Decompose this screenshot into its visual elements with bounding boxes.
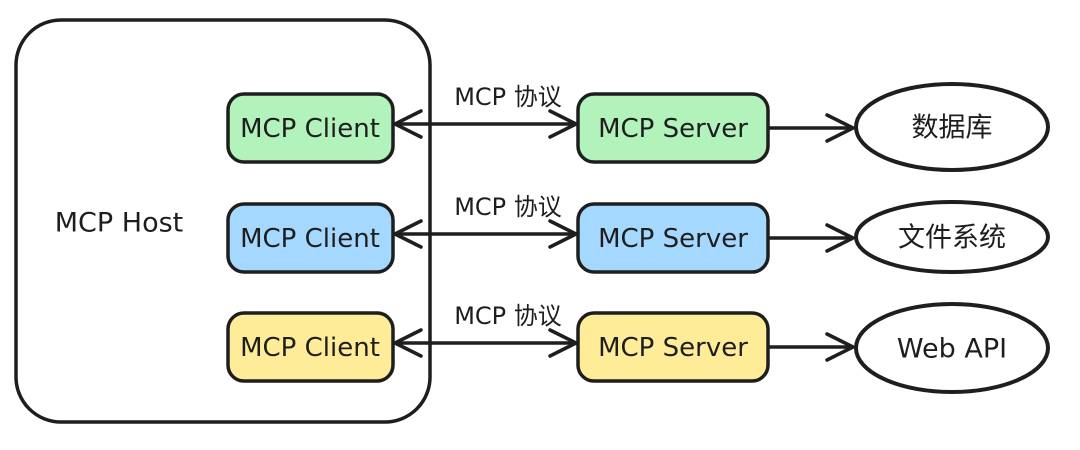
protocol-arrow-2-right-head-icon	[548, 219, 578, 249]
server-to-resource-arrow-3-head-icon	[825, 332, 855, 362]
row-filesystem: MCP 协议 MCP Client MCP Server 文件系统	[226, 193, 1050, 274]
protocol-label-3: MCP 协议	[454, 302, 562, 330]
resource-ellipse-3	[854, 302, 1050, 394]
protocol-arrow-3-left-head-icon	[393, 328, 423, 358]
protocol-label-2: MCP 协议	[454, 193, 562, 221]
protocol-arrow-2-left-head-icon	[393, 219, 423, 249]
resource-ellipse-1	[854, 82, 1050, 172]
mcp-server-box-3	[576, 311, 770, 383]
server-to-resource-arrow-1-head-icon	[825, 113, 855, 143]
protocol-arrow-1-right-head-icon	[548, 109, 578, 139]
resource-label-2: 文件系统	[898, 223, 1006, 254]
row-webapi: MCP 协议 MCP Client MCP Server Web API	[226, 302, 1050, 394]
resource-label-1: 数据库	[912, 113, 993, 144]
resource-ellipse-2	[854, 200, 1050, 274]
server-to-resource-arrow-2-head-icon	[825, 223, 855, 253]
resource-label-3: Web API	[897, 334, 1007, 365]
mcp-client-label-3: MCP Client	[240, 333, 380, 363]
mcp-client-label-2: MCP Client	[240, 224, 380, 254]
mcp-server-box-1	[576, 92, 770, 164]
row-database: MCP 协议 MCP Client MCP Server 数据库	[226, 82, 1050, 172]
mcp-client-label-1: MCP Client	[240, 114, 380, 144]
mcp-server-label-3: MCP Server	[598, 333, 748, 363]
mcp-server-label-1: MCP Server	[598, 114, 748, 144]
mcp-client-box-3	[226, 311, 395, 383]
mcp-host-label: MCP Host	[55, 208, 184, 239]
protocol-arrow-1-left-head-icon	[393, 109, 423, 139]
protocol-arrow-3-right-head-icon	[548, 328, 578, 358]
mcp-server-box-2	[576, 202, 770, 274]
protocol-label-1: MCP 协议	[454, 83, 562, 111]
mcp-client-box-2	[226, 202, 395, 274]
mcp-server-label-2: MCP Server	[598, 224, 748, 254]
mcp-client-box-1	[226, 92, 395, 164]
